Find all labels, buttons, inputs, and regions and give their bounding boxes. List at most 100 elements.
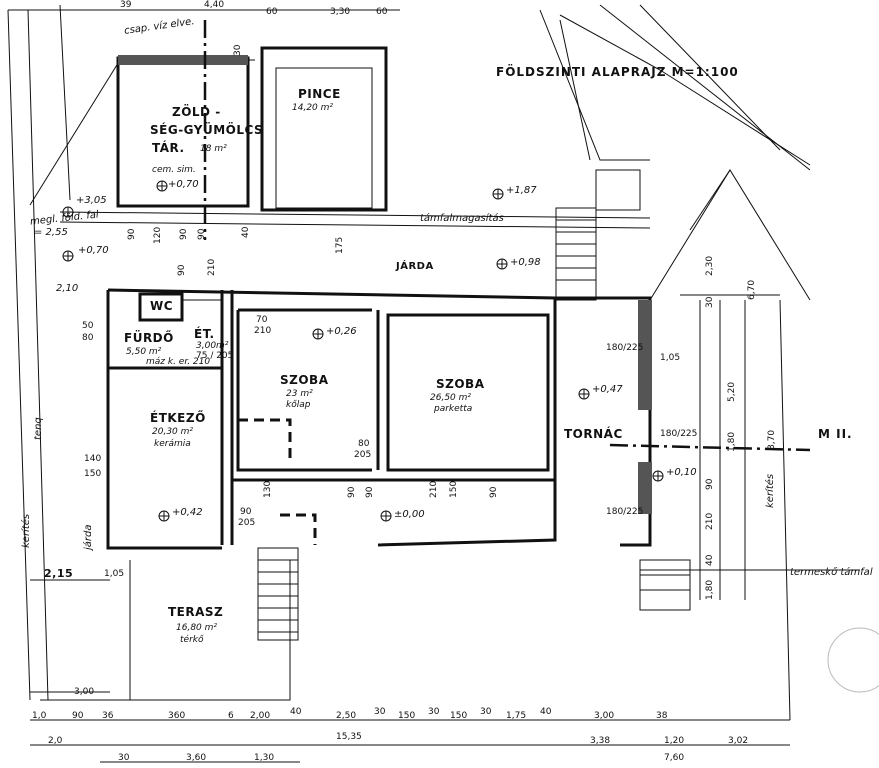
dining-name: ÉTKEZŐ [150, 411, 206, 425]
dim-misc-8: 30 [233, 44, 243, 56]
dim-top-0: 39 [120, 0, 132, 10]
wc-name: WC [150, 299, 174, 313]
dim-b1-10: 30 [428, 707, 440, 717]
dim-misc-32: 5,20 [727, 381, 737, 402]
porch-name: TORNÁC [564, 427, 623, 441]
dim-misc-13: 90 [240, 507, 252, 517]
dim-b3-3: 7,60 [664, 753, 685, 763]
note-tenq: tenq [33, 417, 44, 440]
dim-misc-22: 205 [354, 450, 372, 460]
storage-level: +0,70 [168, 179, 199, 190]
room1-level: +0,26 [326, 326, 357, 337]
pantry-dims: 75 / 205 [196, 351, 234, 361]
dim-misc-0: 90 [127, 228, 137, 240]
room1-area: 23 m² [286, 389, 313, 399]
dim-misc-21: 80 [358, 439, 370, 449]
walkway-name: JÁRDA [396, 261, 434, 272]
dim-b1-14: 40 [540, 707, 552, 717]
dim-left-1: 1,05 [104, 569, 125, 579]
dim-b1-4: 6 [228, 711, 234, 721]
dim-misc-7: 175 [335, 236, 345, 254]
dim-misc-6: 210 [207, 258, 217, 276]
dim-b1-9: 150 [398, 711, 416, 721]
room1-name: SZOBA [280, 373, 329, 387]
dim-misc-4: 40 [241, 226, 251, 238]
bath-area: 5,50 m² [126, 347, 162, 357]
dim-misc-26: 1,05 [660, 353, 681, 363]
dim-misc-31: 8,70 [767, 429, 777, 450]
dim-misc-1: 120 [153, 226, 163, 244]
dim-top-3: 3,30 [330, 7, 351, 17]
dim-misc-27: 180/225 [660, 429, 698, 439]
cellar-area: 14,20 m² [292, 103, 334, 113]
dim-b2-2: 3,38 [590, 736, 611, 746]
dim-b1-8: 30 [374, 707, 386, 717]
dim-b1-0: 1,0 [32, 711, 47, 721]
dim-b1-2: 36 [102, 711, 114, 721]
dim-misc-15: 130 [263, 480, 273, 498]
dim-b2-1: 15,35 [336, 732, 362, 742]
storage-area: 18 m² [200, 144, 227, 154]
bath-name: FÜRDŐ [124, 331, 174, 345]
level-042: +0,42 [172, 507, 203, 518]
dim-b1-12: 30 [480, 707, 492, 717]
dim-top-4: 60 [376, 7, 388, 17]
dim-misc-17: 90 [365, 486, 375, 498]
dining-floor: kerámia [154, 439, 191, 449]
storage-floor: cem. sim. [152, 165, 196, 175]
terrace-name: TERASZ [168, 605, 224, 619]
dim-misc-34: 30 [705, 296, 715, 308]
dim-misc-18: 210 [429, 480, 439, 498]
dim-misc-37: 1,80 [705, 579, 715, 600]
dim-misc-36: 210 [705, 512, 715, 530]
room1-floor: kőlap [286, 400, 311, 410]
dim-misc-9: 50 [82, 321, 94, 331]
dim-left-0: 2,15 [44, 567, 74, 580]
dim-top-2: 60 [266, 7, 278, 17]
walkway-level: +0,98 [510, 257, 541, 268]
storage-name-line1: ZÖLD - [172, 105, 221, 119]
porch-level: +0,47 [592, 384, 623, 395]
dim-b1-15: 3,00 [594, 711, 615, 721]
dim-left-2: 3,00 [74, 687, 95, 697]
dim-misc-29: 2,30 [705, 255, 715, 276]
storage-name-line3: TÁR. [152, 141, 185, 155]
dim-misc-14: 205 [238, 518, 256, 528]
dim-b1-6: 40 [290, 707, 302, 717]
dim-b1-13: 1,75 [506, 711, 527, 721]
room2-name: SZOBA [436, 377, 485, 391]
level-210: 2,10 [56, 283, 79, 294]
dim-misc-2: 90 [179, 228, 189, 240]
dim-misc-38: 40 [705, 554, 715, 566]
note-kerites-right: kerítés [765, 473, 776, 508]
dim-b2-0: 2,0 [48, 736, 63, 746]
note-tamfal: támfalmagasítás [420, 213, 504, 224]
note-termesko: termeskő támfal [790, 567, 873, 578]
note-kerites-left: kerítés [21, 513, 32, 548]
dim-misc-19: 150 [449, 480, 459, 498]
section-marker: M II. [818, 427, 853, 441]
pantry-name: ÉT. [194, 327, 215, 341]
dim-b2-3: 1,20 [664, 736, 685, 746]
level-000: ±0,00 [394, 509, 425, 520]
level-305: +3,05 [76, 195, 107, 206]
level-070: +0,70 [78, 245, 109, 256]
dim-misc-20: 90 [489, 486, 499, 498]
dim-top-1: 4,40 [204, 0, 225, 10]
dim-b1-7: 2,50 [336, 711, 357, 721]
dim-misc-33: 1,80 [727, 431, 737, 452]
dim-misc-10: 80 [82, 333, 94, 343]
level-010: +0,10 [666, 467, 697, 478]
dim-b1-3: 360 [168, 711, 186, 721]
dim-b3-1: 3,60 [186, 753, 207, 763]
dim-misc-3: 90 [197, 228, 207, 240]
bath-floor: máz k. er. 210 [146, 357, 211, 367]
dim-b2-4: 3,02 [728, 736, 749, 746]
dim-misc-30: 6,70 [747, 279, 757, 300]
dim-misc-11: 140 [84, 454, 102, 464]
dim-misc-28: 180/225 [606, 507, 644, 517]
level-255: = 2,55 [34, 227, 68, 238]
storage-name-line2: SÉG-GYÜMÖLCS [150, 123, 264, 137]
dim-b1-11: 150 [450, 711, 468, 721]
